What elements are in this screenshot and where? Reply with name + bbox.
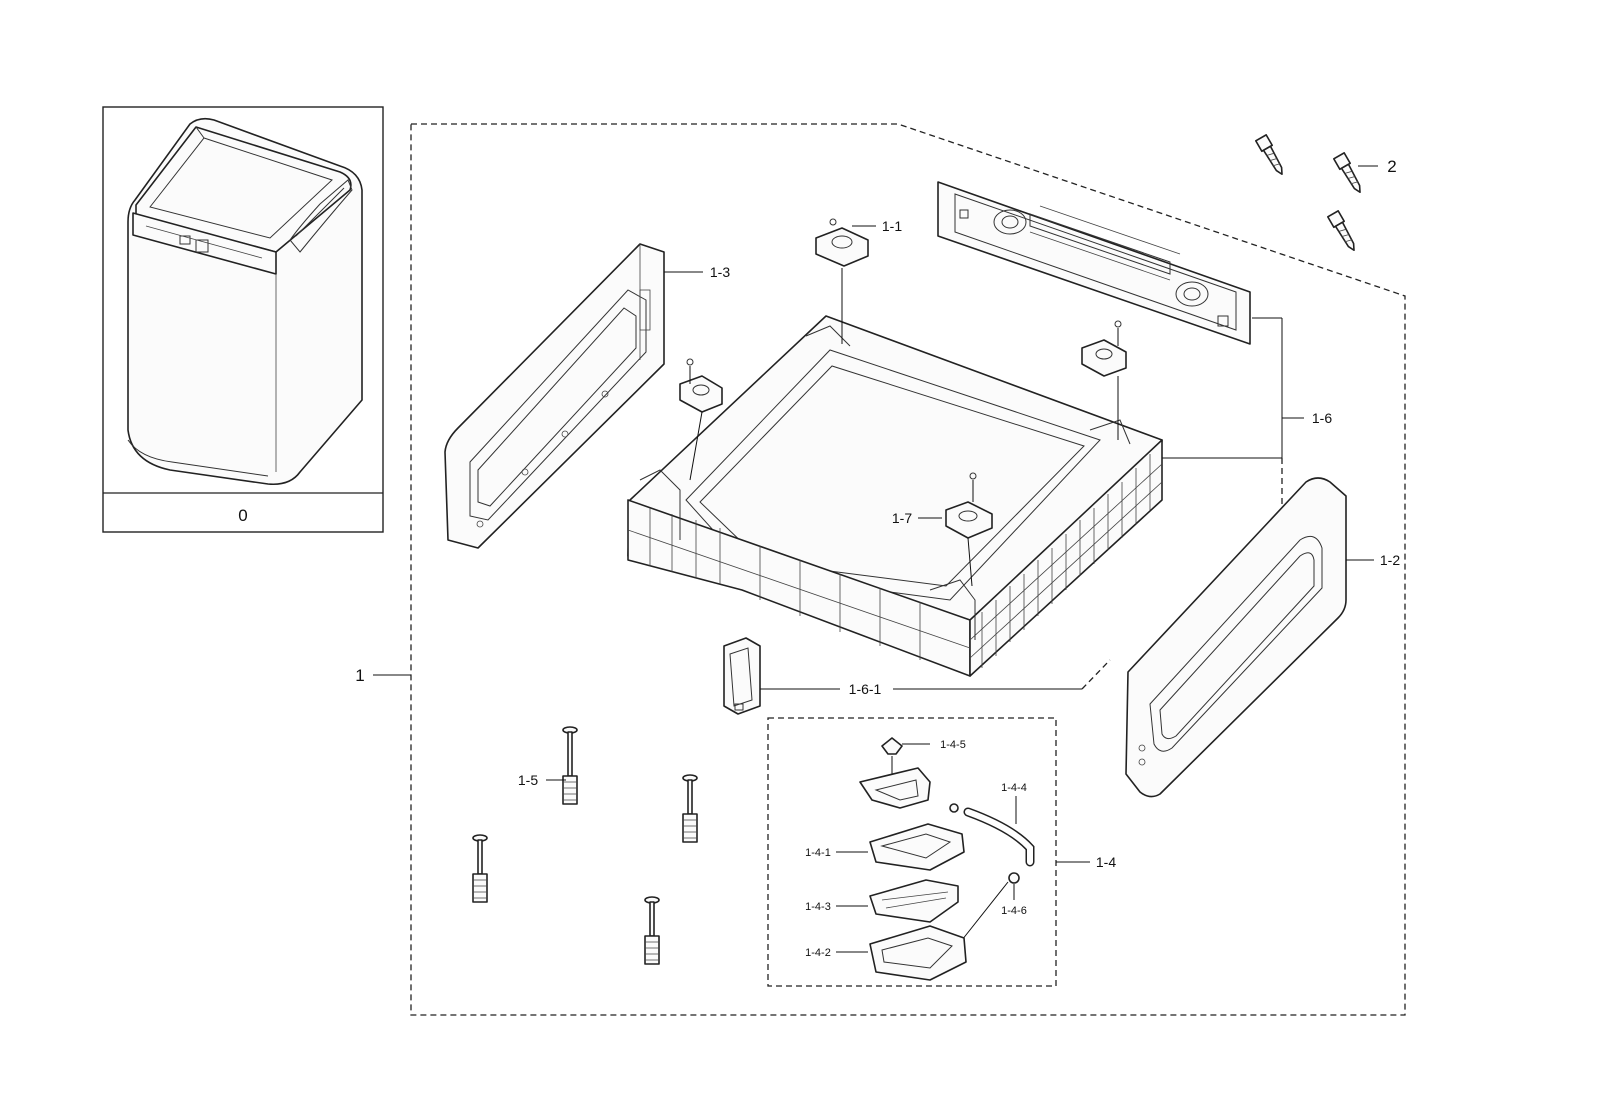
leader-1-6: 1-6: [1162, 317, 1332, 520]
part-label-1-5: 1-5: [518, 772, 538, 788]
left-side-panel: 1-3: [444, 243, 730, 549]
washer-icon: [127, 117, 363, 486]
clip-1-6-1: 1-6-1: [723, 637, 1111, 715]
part-label-1-1: 1-1: [882, 218, 902, 234]
part-label-1-3: 1-3: [710, 264, 730, 280]
base-frame: [627, 315, 1163, 677]
rear-panel: [937, 181, 1251, 345]
part-label-1-7: 1-7: [892, 510, 912, 526]
part-label-1-4-5: 1-4-5: [940, 739, 966, 751]
part-label-1-4-1: 1-4-1: [805, 847, 831, 859]
bracket-right: [1081, 320, 1127, 440]
screw-icon: [1255, 134, 1283, 176]
part-label-1-4-4: 1-4-4: [1001, 782, 1027, 794]
screws-2: 2: [1255, 134, 1397, 252]
screw-icon: [1327, 210, 1355, 252]
foot-icon: [682, 774, 698, 843]
bracket-1-1: 1-1: [815, 218, 902, 344]
bracket-left: [679, 358, 723, 481]
foot-icon: [472, 834, 488, 903]
foot-icon: [562, 726, 578, 805]
part-label-1-4-2: 1-4-2: [805, 947, 831, 959]
right-side-panel: 1-2: [1125, 477, 1400, 798]
part-label-1-2: 1-2: [1380, 552, 1400, 568]
part-label-0: 0: [238, 506, 247, 525]
part-label-1-4-6: 1-4-6: [1001, 905, 1027, 917]
part-label-1-6: 1-6: [1312, 410, 1332, 426]
foot-icon: [644, 896, 660, 965]
part-label-1: 1: [355, 666, 364, 685]
part-label-1-4: 1-4: [1096, 854, 1116, 870]
part-label-1-6-1: 1-6-1: [849, 681, 882, 697]
assembly-1-boundary: [410, 123, 1406, 1016]
leveling-feet-1-5: 1-5: [472, 726, 698, 965]
part-label-1-4-3: 1-4-3: [805, 901, 831, 913]
screw-icon: [1333, 152, 1361, 194]
subassembly-1-4: 1-4 1-4-5 1-4-4 1-4-1 1-4-3 1-4-6: [767, 717, 1116, 987]
bracket-1-7: 1-7: [892, 472, 993, 587]
inset-assembled-washer: 0: [102, 106, 384, 533]
part-label-2: 2: [1387, 157, 1396, 176]
